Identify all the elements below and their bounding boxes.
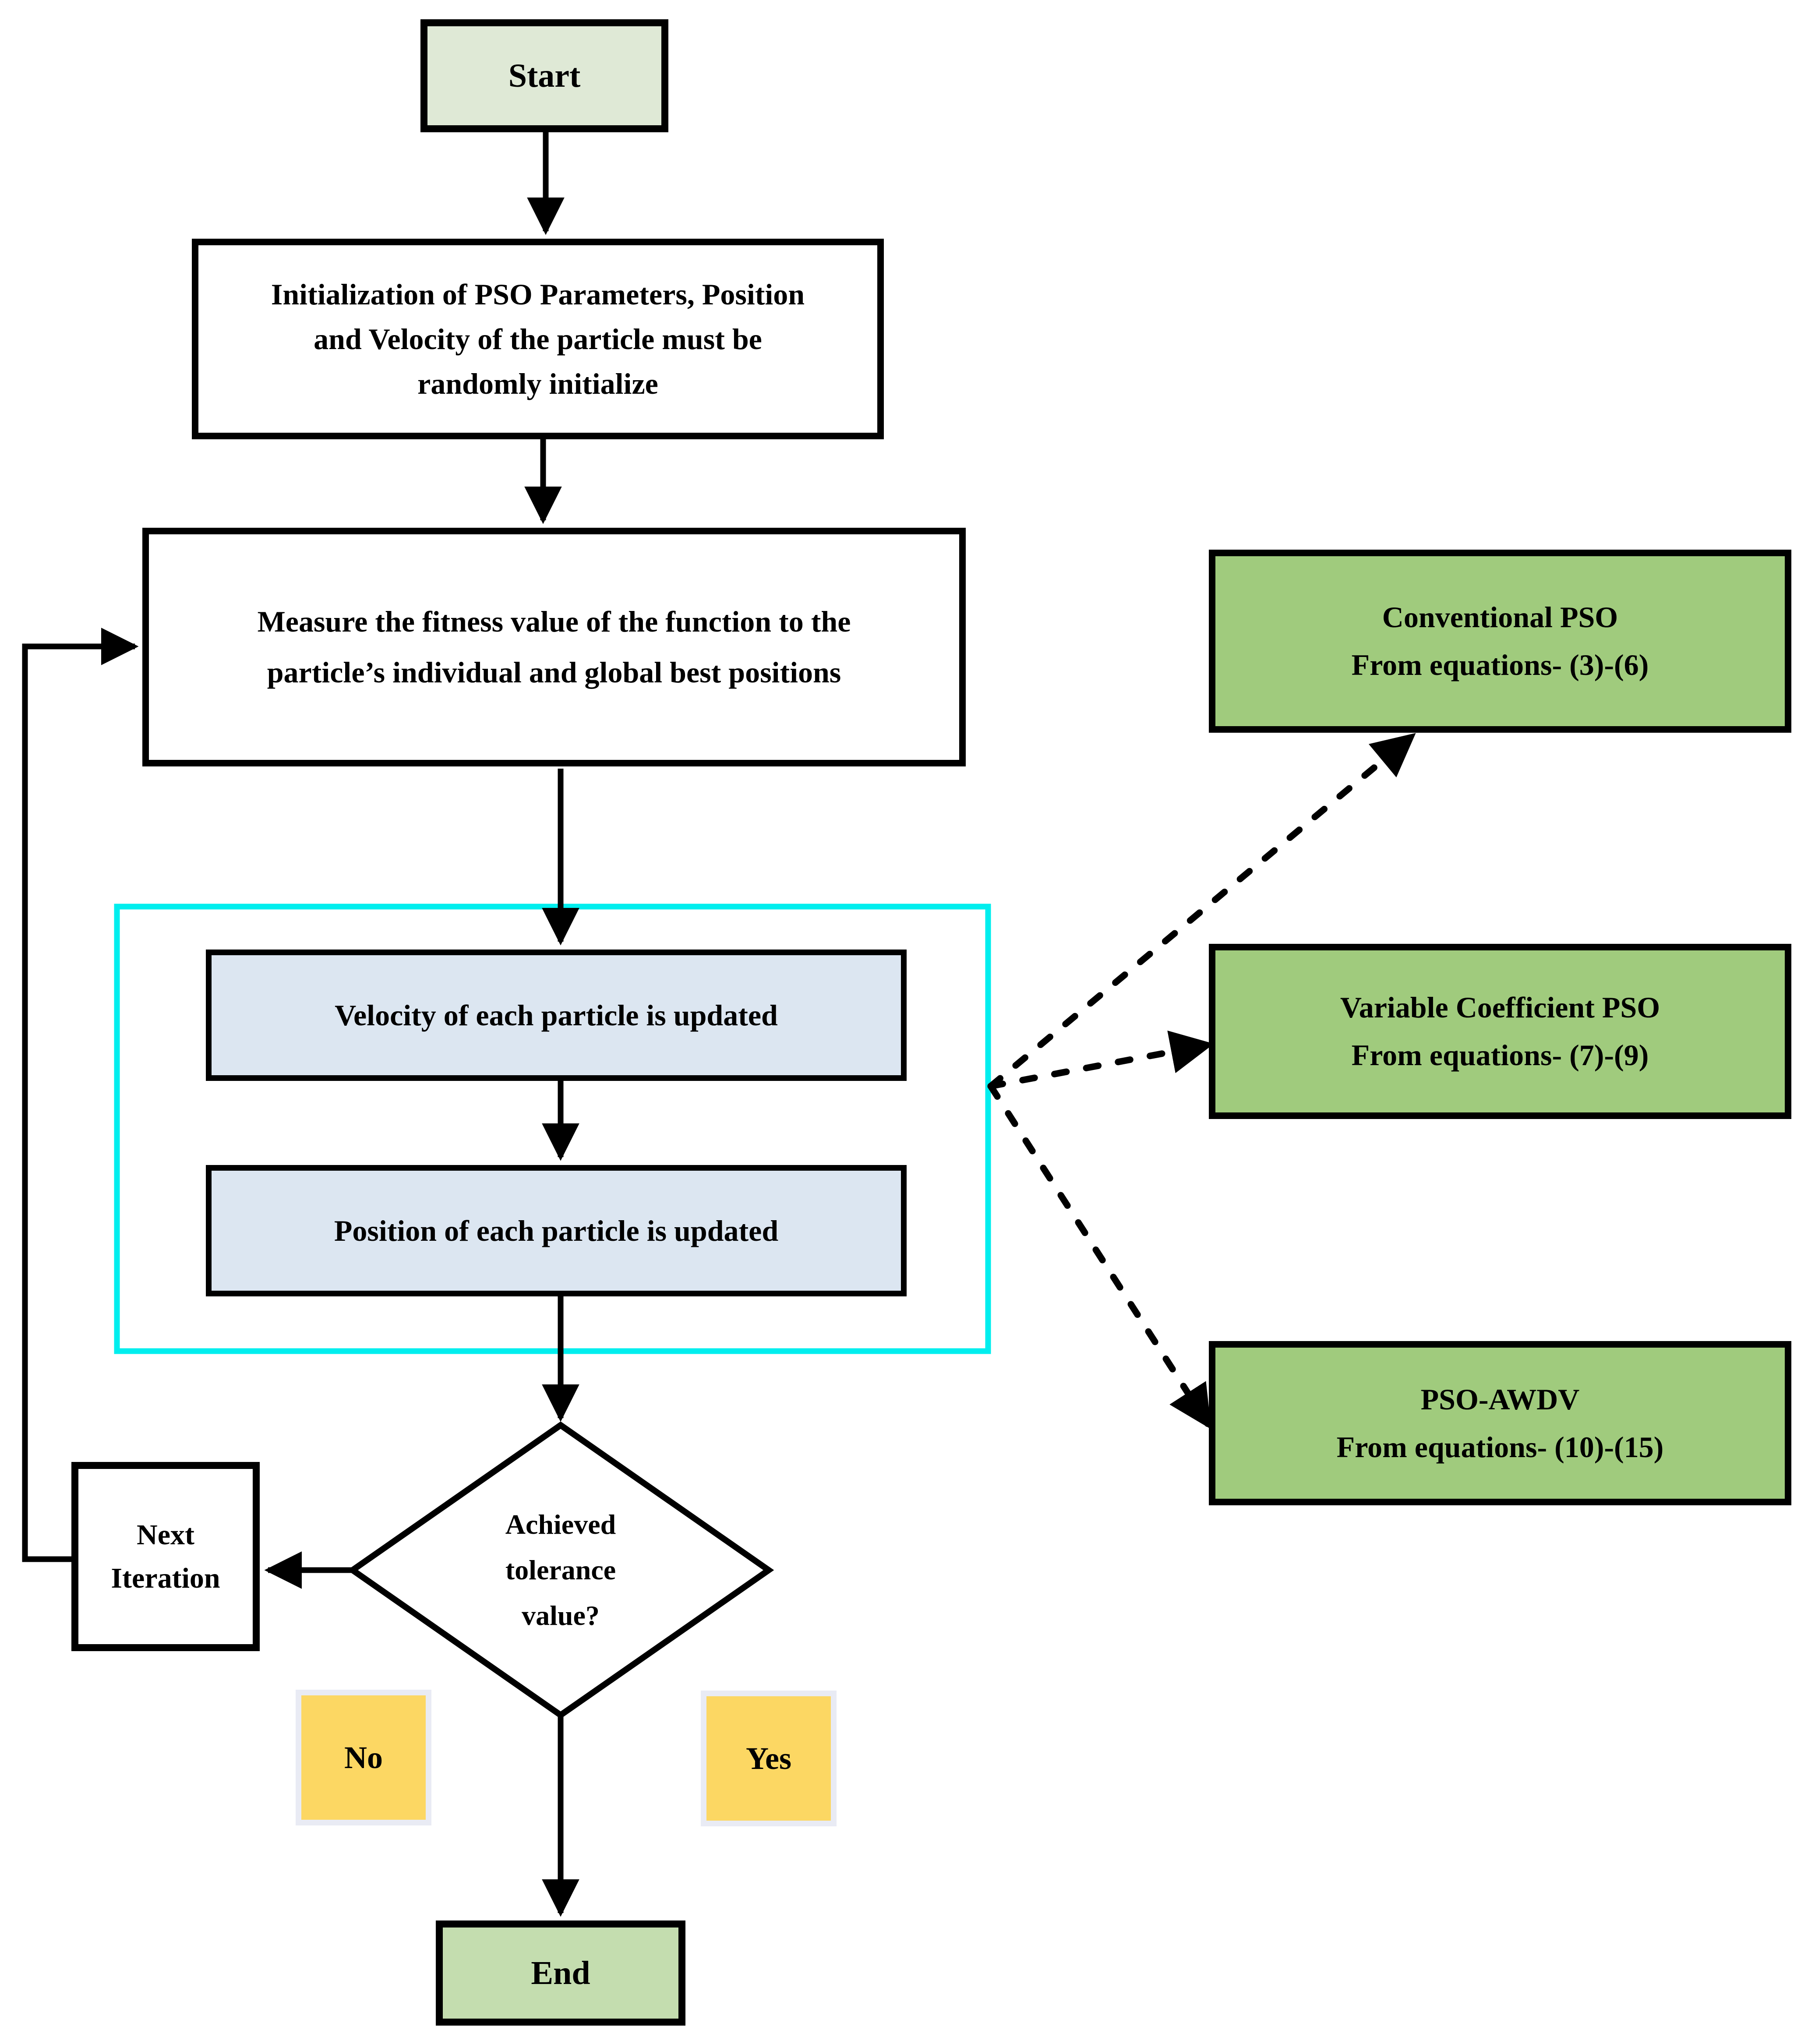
- flow-node-initialization: Initialization of PSO Parameters, Positi…: [192, 239, 884, 439]
- flow-node-next-iteration: Next Iteration: [71, 1462, 260, 1651]
- update-group-frame: [114, 904, 991, 1354]
- dashed-arrow-to-pso-awdv: [987, 1083, 1212, 1430]
- flow-node-pso-awdv: PSO-AWDV From equations- (10)-(15): [1209, 1341, 1791, 1505]
- flow-node-conventional-pso: Conventional PSO From equations- (3)-(6): [1209, 550, 1791, 733]
- branch-label-yes: Yes: [701, 1691, 837, 1826]
- flow-node-variable-coefficient-pso: Variable Coefficient PSO From equations-…: [1209, 944, 1791, 1119]
- dashed-arrow-to-variable-coefficient-pso: [987, 1031, 1214, 1090]
- flow-node-velocity-update: Velocity of each particle is updated: [206, 950, 907, 1081]
- flow-node-end: End: [436, 1920, 685, 2026]
- branch-label-no: No: [296, 1690, 431, 1825]
- flow-node-start: Start: [420, 19, 668, 132]
- flow-node-position-update: Position of each particle is updated: [206, 1165, 907, 1296]
- flow-node-measure-fitness: Measure the fitness value of the functio…: [142, 528, 966, 766]
- decision-diamond-label: Achieved tolerance value?: [505, 1509, 616, 1631]
- arrow-next-iteration-feedback: [22, 628, 139, 1562]
- dashed-arrow-to-conventional-pso: [987, 732, 1416, 1090]
- decision-diamond-shape: [347, 1421, 774, 1719]
